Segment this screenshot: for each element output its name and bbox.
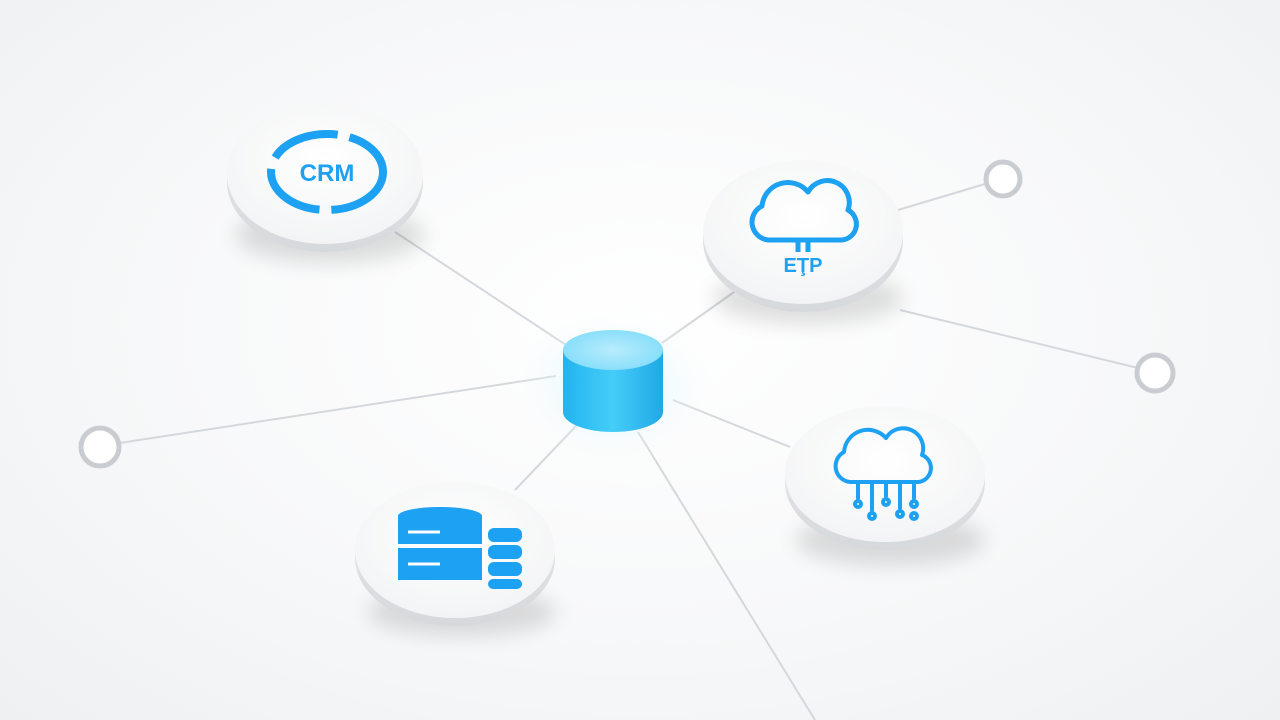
- cloud-data-icon: [833, 426, 933, 521]
- connector-bottom: [637, 431, 816, 720]
- database-node[interactable]: [355, 482, 557, 636]
- connector-left-endpoint: [119, 375, 557, 444]
- crm-ring-icon: [267, 130, 387, 214]
- ring-endpoint: [1134, 352, 1176, 394]
- disc-face: [227, 104, 423, 244]
- erp-label: EŢP: [784, 255, 823, 277]
- disc-face: [785, 406, 985, 542]
- cloud-icon: [749, 178, 859, 252]
- erp-node[interactable]: EŢP: [703, 160, 903, 324]
- connector-erp-endpoint: [897, 183, 986, 211]
- hub-node[interactable]: [503, 300, 723, 470]
- ring-endpoint: [983, 159, 1023, 199]
- ring-endpoint: [78, 425, 122, 469]
- cylinder-hub-icon: [563, 330, 663, 432]
- crm-node[interactable]: CRM: [227, 104, 425, 263]
- cloud-storage-node[interactable]: [785, 406, 985, 566]
- crm-label: CRM: [300, 160, 355, 187]
- disc-face: [703, 160, 903, 304]
- database-stack-icon: [398, 507, 522, 589]
- connector-right-endpoint: [899, 309, 1139, 369]
